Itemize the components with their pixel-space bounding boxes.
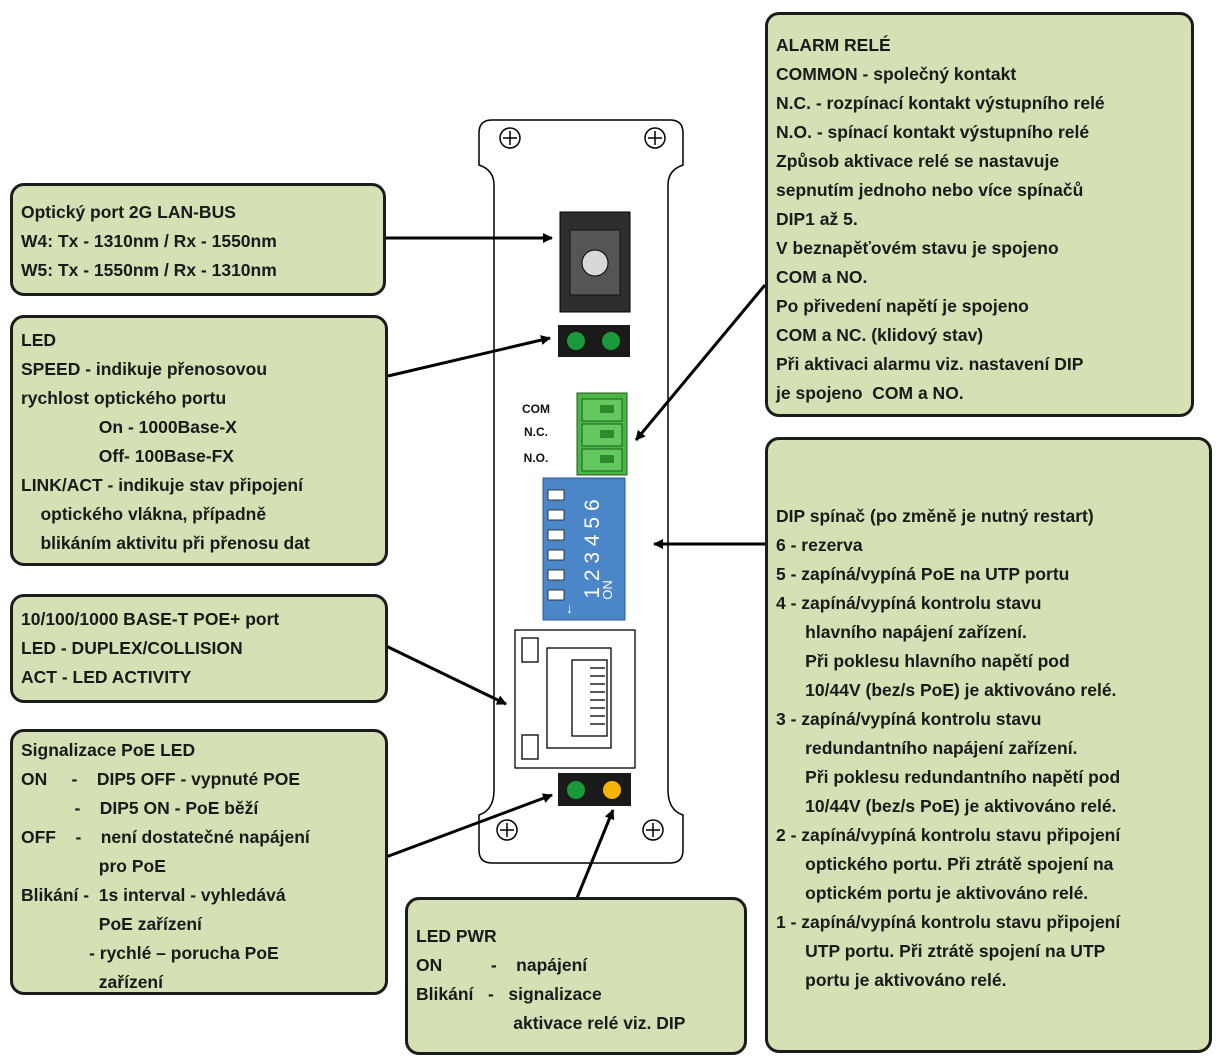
callout-line: N.O. - spínací kontakt výstupního relé — [776, 122, 1090, 142]
callout-line: Způsob aktivace relé se nastavuje — [776, 151, 1060, 171]
callout-line: 3 - zapíná/vypíná kontrolu stavu — [776, 709, 1042, 729]
relay-label-com: COM — [522, 402, 550, 416]
relay-terminal — [576, 392, 628, 476]
callout-line: V beznapěťovém stavu je spojeno — [776, 238, 1059, 258]
arrow-alarm — [634, 284, 767, 441]
callout-line: LED - DUPLEX/COLLISION — [21, 638, 243, 658]
led-link — [602, 332, 620, 350]
callout-line: W5: Tx - 1550nm / Rx - 1310nm — [21, 260, 277, 280]
dip-switch — [542, 477, 626, 621]
screw-icon — [644, 127, 666, 149]
callout-line: COM a NO. — [776, 267, 868, 287]
callout-line: Při aktivaci alarmu viz. nastavení DIP — [776, 354, 1084, 374]
callout-line: UTP portu. Při ztrátě spojení na UTP — [776, 941, 1106, 961]
callout-line: COMMON - společný kontakt — [776, 64, 1017, 84]
callout-line: 10/100/1000 BASE-T POE+ port — [21, 609, 280, 629]
callout-line: Blikání - signalizace — [416, 984, 602, 1004]
callout-line: Off- 100Base-FX — [21, 446, 234, 466]
dip-on-label: ON — [600, 580, 615, 600]
callout-line: redundantního napájení zařízení. — [776, 738, 1078, 758]
callout-line: DIP spínač (po změně je nutný restart) — [776, 506, 1094, 526]
callout-line: portu je aktivováno relé. — [776, 970, 1007, 990]
speed-link-leds — [558, 325, 630, 357]
rj45-port — [514, 629, 636, 769]
callout-line: - DIP5 ON - PoE běží — [21, 798, 259, 818]
callout-line: blikáním aktivitu při přenosu dat — [21, 533, 310, 553]
callout-line: 5 - zapíná/vypíná PoE na UTP portu — [776, 564, 1070, 584]
callout-line: ON - DIP5 OFF - vypnuté POE — [21, 769, 301, 789]
callout-line: 10/44V (bez/s PoE) je aktivováno relé. — [776, 796, 1117, 816]
callout-line: - rychlé – porucha PoE — [21, 943, 279, 963]
callout-line: optického vlákna, případně — [21, 504, 267, 524]
callout-line: LINK/ACT - indikuje stav připojení — [21, 475, 303, 495]
callout-line: rychlost optického portu — [21, 388, 227, 408]
relay-label-no: N.O. — [523, 451, 549, 465]
callout-led: LED SPEED - indikuje přenosovou rychlost… — [10, 315, 388, 566]
callout-line: SPEED - indikuje přenosovou — [21, 359, 268, 379]
optical-port — [559, 211, 631, 313]
callout-line: ALARM RELÉ — [776, 35, 891, 55]
callout-line: 6 - rezerva — [776, 535, 863, 555]
poe-pwr-leds — [558, 773, 631, 806]
callout-line: Po přivedení napětí je spojeno — [776, 296, 1029, 316]
callout-line: PoE zařízení — [21, 914, 202, 934]
callout-line: zařízení — [21, 972, 163, 992]
callout-pwr-led: LED PWR ON - napájení Blikání - signaliz… — [405, 897, 747, 1055]
arrow-pwr-led — [575, 809, 615, 899]
screw-icon — [642, 819, 664, 841]
callout-line: W4: Tx - 1310nm / Rx - 1550nm — [21, 231, 277, 251]
led-pwr — [603, 781, 621, 799]
callout-line: LED PWR — [416, 926, 497, 946]
callout-line: Blikání - 1s interval - vyhledává — [21, 885, 286, 905]
callout-line: Při poklesu redundantního napětí pod — [776, 767, 1121, 787]
callout-line: 1 - zapíná/vypíná kontrolu stavu připoje… — [776, 912, 1121, 932]
callout-line: DIP1 až 5. — [776, 209, 858, 229]
callout-line: 10/44V (bez/s PoE) je aktivováno relé. — [776, 680, 1117, 700]
callout-line: hlavního napájení zařízení. — [776, 622, 1027, 642]
callout-line: optickém portu je aktivováno relé. — [776, 883, 1089, 903]
callout-poe-led: Signalizace PoE LED ON - DIP5 OFF - vypn… — [10, 729, 388, 995]
callout-line: COM a NC. (klidový stav) — [776, 325, 984, 345]
callout-line: optického portu. Při ztrátě spojení na — [776, 854, 1114, 874]
callout-line: 2 - zapíná/vypíná kontrolu stavu připoje… — [776, 825, 1121, 845]
led-poe — [567, 781, 585, 799]
callout-line: pro PoE — [21, 856, 166, 876]
led-speed — [567, 332, 585, 350]
callout-dip-switch: DIP spínač (po změně je nutný restart) 6… — [765, 437, 1212, 1053]
screw-icon — [499, 127, 521, 149]
callout-line: Při poklesu hlavního napětí pod — [776, 651, 1070, 671]
arrow-poe-led — [385, 793, 553, 859]
callout-line: ON - napájení — [416, 955, 588, 975]
callout-line: N.C. - rozpínací kontakt výstupního relé — [776, 93, 1105, 113]
callout-line: OFF - není dostatečné napájení — [21, 827, 310, 847]
arrow-poe-port — [385, 644, 507, 706]
screw-icon — [496, 819, 518, 841]
callout-line: ACT - LED ACTIVITY — [21, 667, 192, 687]
callout-line: sepnutím jednoho nebo více spínačů — [776, 180, 1084, 200]
relay-label-nc: N.C. — [524, 425, 548, 439]
arrow-led — [387, 335, 551, 378]
callout-line: LED — [21, 330, 56, 350]
callout-line: aktivace relé viz. DIP — [416, 1013, 686, 1033]
callout-line: je spojeno COM a NO. — [776, 383, 964, 403]
callout-line: 4 - zapíná/vypíná kontrolu stavu — [776, 593, 1042, 613]
callout-poe-port: 10/100/1000 BASE-T POE+ port LED - DUPLE… — [10, 594, 388, 703]
callout-line: Signalizace PoE LED — [21, 740, 196, 760]
callout-line: Optický port 2G LAN-BUS — [21, 202, 236, 222]
callout-line: On - 1000Base-X — [21, 417, 237, 437]
connector-arrows — [383, 233, 767, 899]
callout-optical-port: Optický port 2G LAN-BUS W4: Tx - 1310nm … — [10, 183, 386, 296]
callout-alarm-relay: ALARM RELÉ COMMON - společný kontakt N.C… — [765, 12, 1194, 417]
dip-arrow-icon: ↓ — [566, 600, 573, 616]
